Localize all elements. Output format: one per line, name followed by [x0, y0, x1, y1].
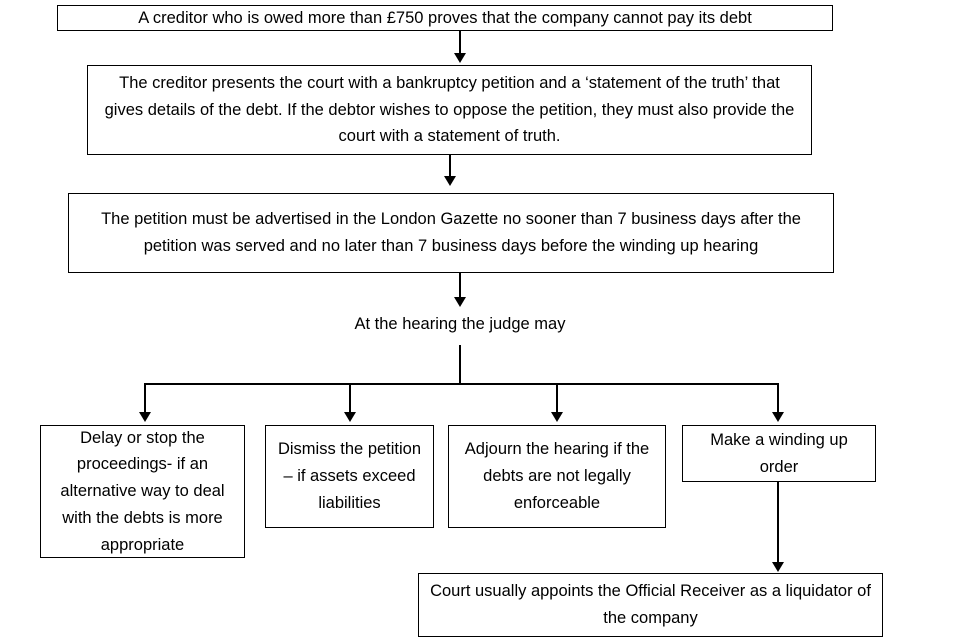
connector-branch-adjourn-line [556, 383, 558, 413]
node-delay-stop: Delay or stop the proceedings- if an alt… [40, 425, 245, 558]
node-official-receiver: Court usually appoints the Official Rece… [418, 573, 883, 637]
connector-creditor-to-petition-arrowhead [453, 53, 466, 63]
node-petition-filing-label: The creditor presents the court with a b… [104, 73, 795, 146]
connector-branch-winding-up-arrowhead [771, 412, 784, 422]
connector-creditor-to-petition-line [459, 31, 461, 54]
node-winding-up-order-label: Make a winding up order [710, 430, 848, 476]
connector-gazette-to-hearing-line [459, 273, 461, 298]
connector-branch-dismiss-arrowhead [343, 412, 356, 422]
node-adjourn-hearing-label: Adjourn the hearing if the debts are not… [464, 440, 650, 512]
node-gazette-advert-label: The petition must be advertised in the L… [101, 210, 801, 255]
node-dismiss-petition-label: Dismiss the petition – if assets exceed … [277, 440, 422, 512]
connector-hearing-trunk [459, 345, 461, 383]
node-hearing-intro-label: At the hearing the judge may [354, 315, 566, 333]
connector-branch-delay-line [144, 383, 146, 413]
node-creditor-threshold-label: A creditor who is owed more than £750 pr… [138, 8, 752, 27]
connector-branch-winding-up-line [777, 383, 779, 413]
node-delay-stop-label: Delay or stop the proceedings- if an alt… [60, 428, 225, 554]
connector-branch-delay-arrowhead [138, 412, 151, 422]
connector-winding-up-to-receiver-arrowhead [771, 562, 784, 572]
node-petition-filing: The creditor presents the court with a b… [87, 65, 812, 155]
node-hearing-intro: At the hearing the judge may [260, 313, 660, 336]
node-creditor-threshold: A creditor who is owed more than £750 pr… [57, 5, 833, 31]
connector-hearing-bus-bar [145, 383, 779, 385]
node-dismiss-petition: Dismiss the petition – if assets exceed … [265, 425, 434, 528]
connector-petition-to-gazette-line [449, 155, 451, 176]
connector-branch-dismiss-line [349, 383, 351, 413]
connector-petition-to-gazette-arrowhead [443, 176, 456, 186]
connector-winding-up-to-receiver-line [777, 482, 779, 563]
connector-branch-adjourn-arrowhead [550, 412, 563, 422]
node-gazette-advert: The petition must be advertised in the L… [68, 193, 834, 273]
node-adjourn-hearing: Adjourn the hearing if the debts are not… [448, 425, 666, 528]
node-official-receiver-label: Court usually appoints the Official Rece… [430, 582, 871, 627]
connector-gazette-to-hearing-arrowhead [453, 297, 466, 307]
node-winding-up-order: Make a winding up order [682, 425, 876, 482]
